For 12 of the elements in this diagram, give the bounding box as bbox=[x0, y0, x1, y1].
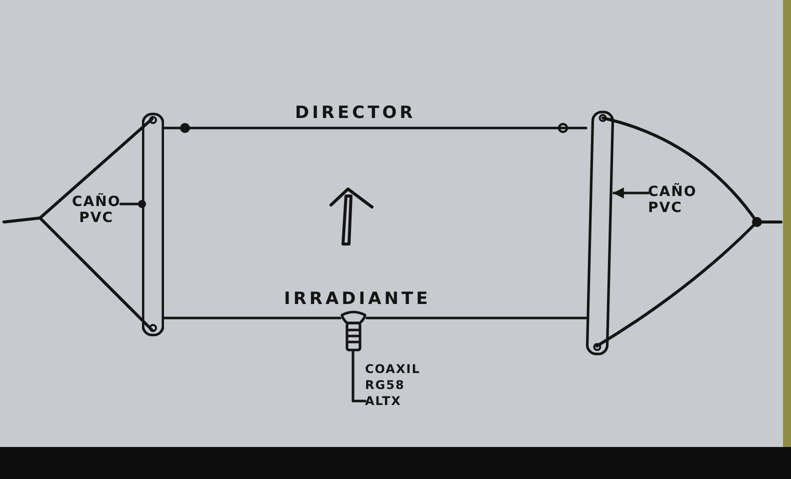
wire bbox=[162, 122, 588, 134]
leader-line bbox=[119, 200, 146, 208]
connector-icon bbox=[340, 309, 367, 352]
pipe bbox=[142, 112, 164, 337]
coax-cable bbox=[352, 350, 366, 402]
pipe bbox=[586, 110, 614, 356]
callout-label: CAÑO PVC bbox=[72, 194, 121, 226]
wire bbox=[162, 316, 342, 320]
callout-label: CAÑO PVC bbox=[648, 184, 697, 216]
leader-line bbox=[612, 188, 650, 198]
cable-label: COAXIL RG58 ALTX bbox=[365, 361, 420, 409]
wire bbox=[366, 316, 588, 320]
